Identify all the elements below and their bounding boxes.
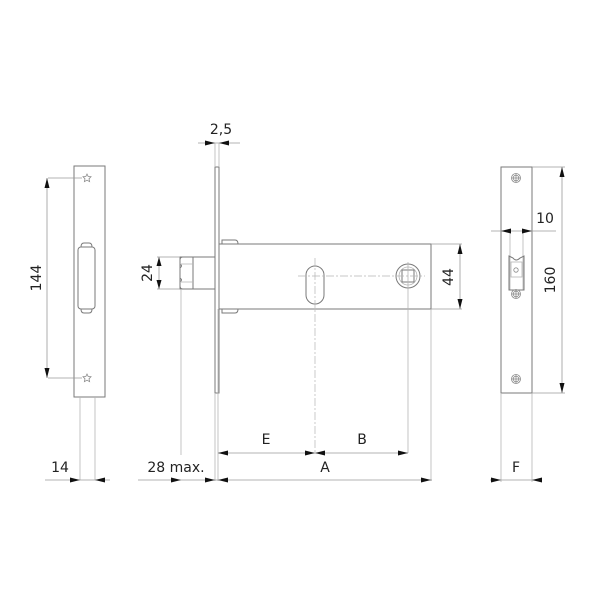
screw-icon xyxy=(511,289,521,299)
strike-height-label: 160 xyxy=(543,267,559,294)
faceplate-thickness-label: 2,5 xyxy=(210,122,232,138)
latch-slot xyxy=(77,246,96,310)
strike-keep xyxy=(508,255,525,291)
faceplate-front-view: 144 14 xyxy=(29,165,110,483)
screw-icon xyxy=(82,373,92,383)
lock-side-view: 2,5 24 44 E B 28 max. A xyxy=(138,122,463,483)
backset-label: E xyxy=(262,432,271,448)
strike-offset-label: 10 xyxy=(536,211,554,227)
strike-plate-outline xyxy=(500,166,533,394)
body-depth-label: A xyxy=(320,460,330,476)
faceplate-height-label: 144 xyxy=(29,265,45,292)
body-height-label: 44 xyxy=(441,268,457,286)
faceplate-outline xyxy=(73,165,106,398)
screw-icon xyxy=(511,173,521,183)
spindle-distance-label: B xyxy=(357,432,367,448)
cylinder-slot xyxy=(305,265,325,305)
latch-height-label: 24 xyxy=(140,264,156,282)
screw-icon xyxy=(511,374,521,384)
faceplate-width-label: 14 xyxy=(51,460,69,476)
strike-width-label: F xyxy=(512,460,520,476)
screw-icon xyxy=(82,173,92,183)
latch-projection-label: 28 max. xyxy=(147,460,204,476)
strike-plate-view: 10 160 F xyxy=(490,166,565,483)
latch-bolt xyxy=(179,256,216,290)
